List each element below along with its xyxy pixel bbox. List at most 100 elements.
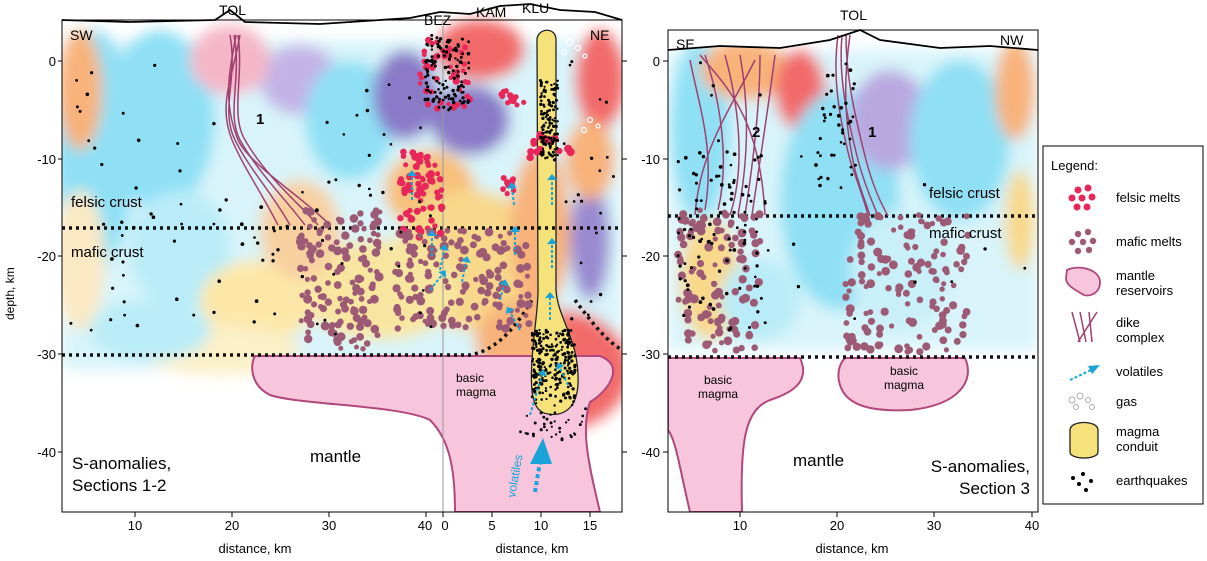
mafic-melt xyxy=(861,324,869,332)
mafic-melt xyxy=(357,236,364,243)
earthquake xyxy=(545,397,548,401)
dike-complex-1-right xyxy=(835,34,889,217)
mafic-melt xyxy=(697,207,703,213)
earthquake xyxy=(397,264,401,268)
earthquake xyxy=(78,109,82,113)
felsic-melt xyxy=(417,81,423,86)
earthquake xyxy=(573,432,576,435)
earthquake xyxy=(460,37,464,41)
earthquake xyxy=(178,169,182,173)
earthquake xyxy=(717,139,720,143)
earthquake xyxy=(540,99,543,103)
earthquake xyxy=(153,63,157,67)
earthquake xyxy=(192,313,196,317)
legend-mantle-1: mantle xyxy=(1116,268,1155,283)
mafic-melt xyxy=(727,219,735,227)
earthquake xyxy=(381,190,385,195)
earthquake xyxy=(539,102,543,106)
x-tick: 5 xyxy=(488,518,495,533)
felsic-melt xyxy=(434,189,440,196)
earthquake xyxy=(549,385,552,389)
earthquake xyxy=(532,368,536,372)
earthquake xyxy=(240,242,245,247)
earthquake xyxy=(544,335,549,339)
mafic-melt xyxy=(358,256,365,263)
earthquake xyxy=(442,87,446,90)
earthquake xyxy=(542,415,546,419)
mafic-melt xyxy=(711,290,720,300)
earthquake xyxy=(708,302,712,306)
earthquake xyxy=(443,95,448,99)
earthquake xyxy=(567,418,570,421)
felsic-melt xyxy=(417,71,423,77)
mafic-melt xyxy=(929,220,936,227)
mafic-melt xyxy=(846,256,854,263)
earthquake xyxy=(430,48,434,51)
earthquake xyxy=(814,163,818,167)
y-tick-marks-left xyxy=(58,60,627,517)
earthquake xyxy=(791,242,796,246)
earthquake xyxy=(683,279,687,283)
earthquake xyxy=(695,207,699,211)
earthquake xyxy=(562,392,566,396)
earthquake xyxy=(550,122,554,125)
earthquake xyxy=(179,202,183,206)
earthquake xyxy=(549,363,553,366)
mafic-melt xyxy=(442,278,449,285)
earthquake xyxy=(543,105,546,108)
x-ticks-left: 10 20 30 40 0 5 10 15 xyxy=(128,518,597,533)
earthquake xyxy=(676,160,680,164)
mafic-melt xyxy=(473,276,479,283)
mafic-melt xyxy=(299,292,306,299)
mafic-melt xyxy=(371,248,381,257)
earthquake xyxy=(544,130,548,134)
earthquake xyxy=(149,212,153,216)
mafic-melt xyxy=(874,341,883,350)
legend-mantle-2: reservoirs xyxy=(1116,283,1174,298)
earthquake xyxy=(218,208,222,212)
earthquake xyxy=(566,369,569,373)
earthquake xyxy=(551,118,554,122)
mafic-melt xyxy=(465,315,473,323)
earthquake xyxy=(554,98,558,102)
earthquake xyxy=(755,284,760,288)
felsic-melt xyxy=(438,206,445,212)
earthquake xyxy=(442,49,446,53)
earthquake xyxy=(743,230,747,234)
earthquake xyxy=(570,317,574,321)
mafic-melt xyxy=(421,238,428,245)
earthquake xyxy=(755,230,758,234)
earthquake xyxy=(549,345,553,349)
earthquake xyxy=(382,133,386,136)
basic-magma-label-right-1b: magma xyxy=(698,387,738,401)
dike-complex-icon xyxy=(1071,311,1098,343)
mafic-melt xyxy=(697,313,706,322)
mafic-melt xyxy=(323,220,332,229)
earthquake xyxy=(683,155,688,160)
earthquake xyxy=(554,433,558,436)
mafic-melt xyxy=(719,294,725,300)
earthquake xyxy=(568,366,572,370)
left-frame xyxy=(61,19,623,513)
mafic-melt xyxy=(304,276,310,282)
mafic-melt xyxy=(447,316,456,325)
mafic-melt xyxy=(469,241,477,249)
mafic-melt xyxy=(738,213,745,220)
mafic-melt xyxy=(895,283,904,292)
mafic-melt xyxy=(394,325,401,332)
mafic-melt xyxy=(754,278,763,287)
mafic-melt xyxy=(723,336,733,346)
earthquake xyxy=(763,321,767,325)
volatiles-icon xyxy=(1069,365,1100,381)
volatile-arrow-large xyxy=(533,461,542,493)
earthquake xyxy=(540,348,544,351)
mafic-melt xyxy=(857,251,866,260)
earthquake xyxy=(691,235,696,240)
mafic-melt xyxy=(354,344,359,350)
mafic-melt xyxy=(474,235,482,242)
earthquake xyxy=(454,49,458,53)
mafic-melt xyxy=(895,291,902,298)
mafic-melt xyxy=(317,293,324,300)
mafic-melt xyxy=(308,312,315,319)
earthquake xyxy=(531,374,534,378)
